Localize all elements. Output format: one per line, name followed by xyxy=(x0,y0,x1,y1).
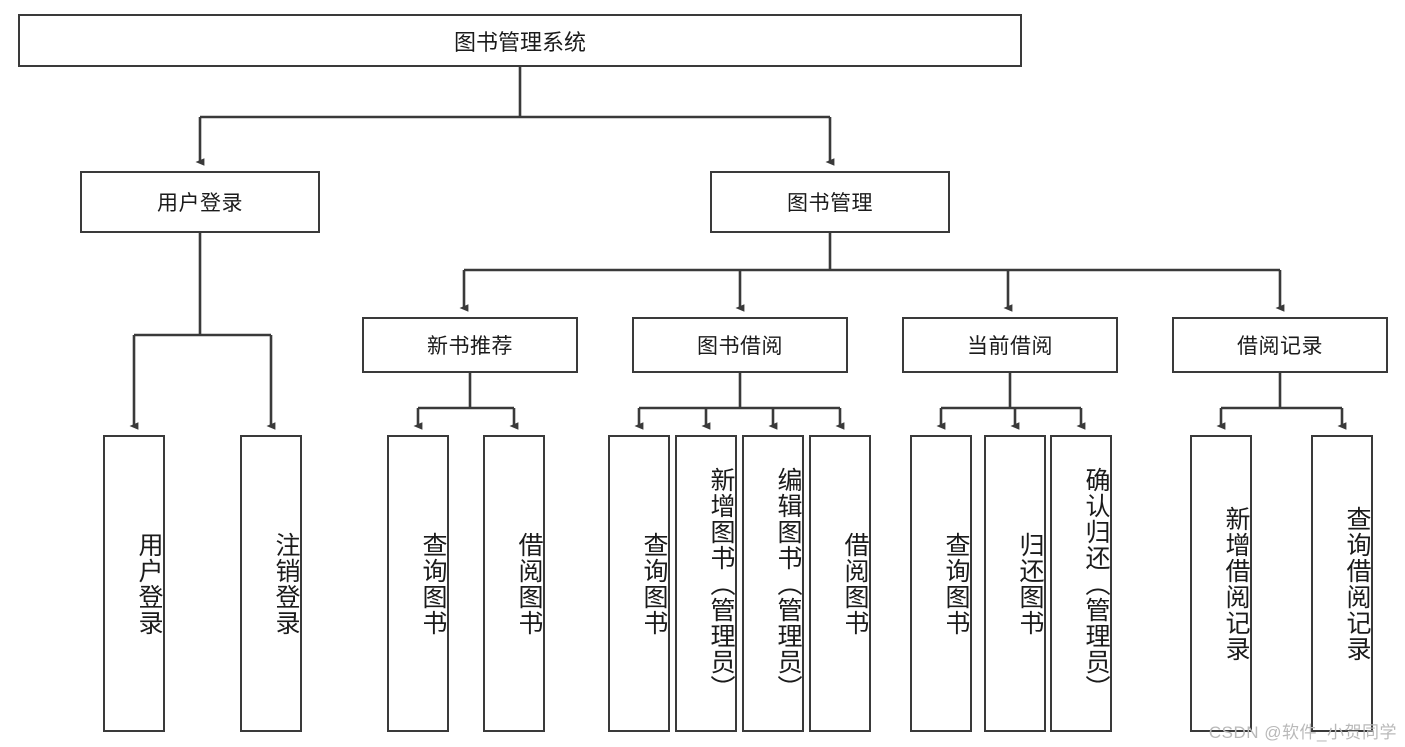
node-new-book-rec-label: 新书推荐 xyxy=(427,335,513,358)
node-leaf-borrow-book-2-label: 借阅图书 xyxy=(841,531,869,636)
node-user-login[interactable]: 用户登录 xyxy=(80,171,320,233)
node-leaf-confirm-return-label: 确认归还（管理员） xyxy=(1082,466,1110,701)
node-leaf-query-book-1[interactable]: 查询图书 xyxy=(387,435,449,732)
node-current-borrow-label: 当前借阅 xyxy=(967,335,1053,358)
node-book-manage-label: 图书管理 xyxy=(787,192,873,215)
node-leaf-query-book-1-label: 查询图书 xyxy=(419,531,447,636)
csdn-watermark: CSDN @软件_小贺同学 xyxy=(1208,723,1397,742)
node-leaf-confirm-return[interactable]: 确认归还（管理员） xyxy=(1050,435,1112,732)
node-book-borrow-label: 图书借阅 xyxy=(697,335,783,358)
node-leaf-user-login-label: 用户登录 xyxy=(135,531,163,636)
node-current-borrow[interactable]: 当前借阅 xyxy=(902,317,1118,373)
node-leaf-edit-book[interactable]: 编辑图书（管理员） xyxy=(742,435,804,732)
node-leaf-user-login[interactable]: 用户登录 xyxy=(103,435,165,732)
node-leaf-query-record-label: 查询借阅记录 xyxy=(1343,505,1371,662)
node-leaf-borrow-book-1[interactable]: 借阅图书 xyxy=(483,435,545,732)
node-new-book-rec[interactable]: 新书推荐 xyxy=(362,317,578,373)
node-borrow-record[interactable]: 借阅记录 xyxy=(1172,317,1388,373)
node-leaf-edit-book-label: 编辑图书（管理员） xyxy=(774,466,802,701)
node-leaf-borrow-book-2[interactable]: 借阅图书 xyxy=(809,435,871,732)
node-book-manage[interactable]: 图书管理 xyxy=(710,171,950,233)
node-leaf-return-book-label: 归还图书 xyxy=(1016,531,1044,636)
node-leaf-logout-label: 注销登录 xyxy=(272,531,300,636)
node-leaf-return-book[interactable]: 归还图书 xyxy=(984,435,1046,732)
node-borrow-record-label: 借阅记录 xyxy=(1237,335,1323,358)
node-book-borrow[interactable]: 图书借阅 xyxy=(632,317,848,373)
node-leaf-add-book-label: 新增图书（管理员） xyxy=(707,466,735,701)
node-leaf-query-book-2-label: 查询图书 xyxy=(640,531,668,636)
node-leaf-query-book-2[interactable]: 查询图书 xyxy=(608,435,670,732)
node-leaf-query-book-3-label: 查询图书 xyxy=(942,531,970,636)
node-user-login-label: 用户登录 xyxy=(157,192,243,215)
node-leaf-borrow-book-1-label: 借阅图书 xyxy=(515,531,543,636)
node-root-label: 图书管理系统 xyxy=(453,29,586,55)
node-leaf-add-book[interactable]: 新增图书（管理员） xyxy=(675,435,737,732)
node-leaf-query-book-3[interactable]: 查询图书 xyxy=(910,435,972,732)
node-root[interactable]: 图书管理系统 xyxy=(18,14,1022,67)
node-leaf-add-record-label: 新增借阅记录 xyxy=(1222,505,1250,662)
node-leaf-query-record[interactable]: 查询借阅记录 xyxy=(1311,435,1373,732)
node-leaf-logout[interactable]: 注销登录 xyxy=(240,435,302,732)
node-leaf-add-record[interactable]: 新增借阅记录 xyxy=(1190,435,1252,732)
